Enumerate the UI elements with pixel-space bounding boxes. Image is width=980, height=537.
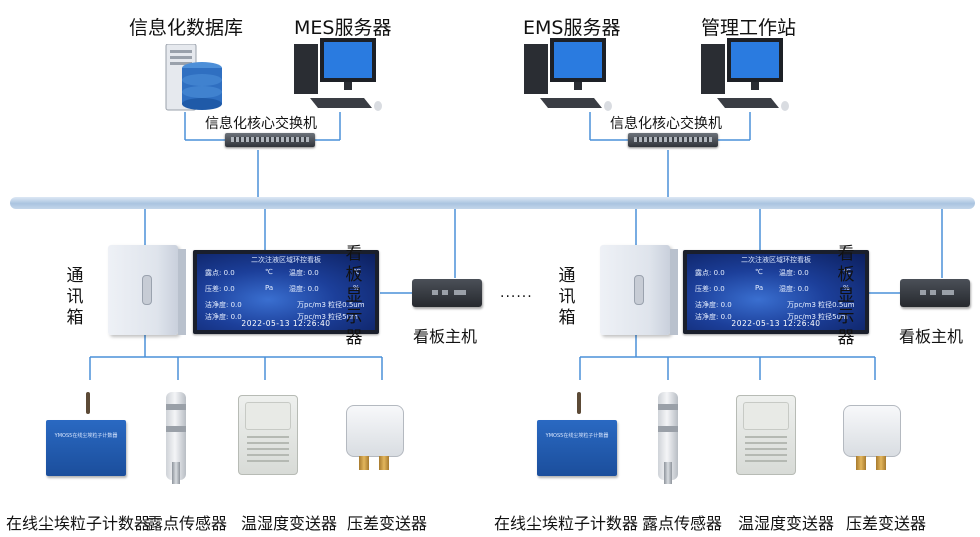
dash-title: 二次注液区域环控看板 — [251, 256, 321, 264]
device-label-particle: 在线尘埃粒子计数器 — [6, 514, 151, 533]
ws-label: 管理工作站 — [701, 17, 797, 39]
device-label-th: 温湿度变送器 — [241, 514, 338, 533]
mini-pc-icon — [900, 279, 970, 307]
cabinet-icon — [108, 245, 186, 335]
dash-unit: Pa — [265, 284, 274, 292]
switch-label: 信息化核心交换机 — [205, 116, 317, 132]
display-label: 看板显示器 — [837, 244, 855, 348]
network-bus — [10, 197, 975, 209]
desktop-pc-icon — [701, 38, 789, 111]
dash-unit: ℃ — [755, 268, 763, 276]
dash-value: 洁净度: 0.0 — [695, 301, 732, 309]
network-switch-icon — [225, 133, 315, 147]
dash-unit: % — [353, 284, 360, 292]
device-label-particle: 在线尘埃粒子计数器 — [494, 514, 639, 533]
dash-value: 湿度: 0.0 — [289, 285, 319, 293]
th-transmitter-icon — [736, 395, 796, 475]
device-label-dewpoint: 露点传感器 — [642, 514, 723, 533]
dash-unit: 万pc/m3 粒径0.5um — [787, 301, 855, 309]
dash-value: 洁净度: 0.0 — [205, 301, 242, 309]
dash-value: 洁净度: 0.0 — [695, 313, 732, 321]
ellipsis: ...... — [500, 285, 533, 301]
dash-unit: 万pc/m3 粒径0.5um — [297, 301, 365, 309]
display-label: 看板显示器 — [345, 244, 363, 348]
th-transmitter-icon — [238, 395, 298, 475]
db-label: 信息化数据库 — [129, 17, 244, 39]
antenna — [577, 392, 581, 414]
dash-unit: 万pc/m3 粒径5um — [297, 313, 358, 321]
device-label-dp: 压差变送器 — [846, 514, 927, 533]
database-server-icon — [165, 44, 222, 111]
particle-counter-icon: YMOS5在线尘埃粒子计数器 — [46, 420, 126, 476]
device-label-dewpoint: 露点传感器 — [147, 514, 228, 533]
dewpoint-probe-icon — [166, 392, 186, 484]
device-label-th: 温湿度变送器 — [738, 514, 835, 533]
dash-unit: 万pc/m3 粒径5um — [787, 313, 848, 321]
switch-label: 信息化核心交换机 — [610, 116, 722, 132]
dp-transmitter-icon — [843, 405, 901, 470]
dash-unit: ℃ — [843, 268, 851, 276]
network-switch-icon — [628, 133, 718, 147]
dash-value: 压差: 0.0 — [205, 285, 235, 293]
dash-unit: Pa — [755, 284, 764, 292]
dash-value: 湿度: 0.0 — [779, 285, 809, 293]
dash-value: 温度: 0.0 — [779, 269, 809, 277]
dash-unit: ℃ — [353, 268, 361, 276]
mes-label: MES服务器 — [294, 17, 392, 39]
device-label-dp: 压差变送器 — [347, 514, 428, 533]
desktop-pc-icon — [524, 38, 612, 111]
dash-title: 二次注液区域环控看板 — [741, 256, 811, 264]
comm-box-label: 通讯箱 — [558, 266, 576, 328]
host-label: 看板主机 — [413, 327, 478, 346]
particle-counter-icon: YMOS5在线尘埃粒子计数器 — [537, 420, 617, 476]
dp-transmitter-icon — [346, 405, 404, 470]
dash-time: 2022-05-13 12:26:40 — [731, 319, 821, 328]
desktop-pc-icon — [294, 38, 382, 111]
dash-time: 2022-05-13 12:26:40 — [241, 319, 331, 328]
dashboard-screen-icon: 二次注液区域环控看板 露点: 0.0 ℃ 温度: 0.0 ℃ 压差: 0.0 P… — [193, 250, 379, 334]
dash-value: 洁净度: 0.0 — [205, 313, 242, 321]
dash-unit: ℃ — [265, 268, 273, 276]
dash-value: 压差: 0.0 — [695, 285, 725, 293]
dash-unit: % — [843, 284, 850, 292]
dash-value: 露点: 0.0 — [695, 269, 725, 277]
comm-box-label: 通讯箱 — [66, 266, 84, 328]
dewpoint-probe-icon — [658, 392, 678, 484]
dashboard-screen-icon: 二次注液区域环控看板 露点: 0.0 ℃ 温度: 0.0 ℃ 压差: 0.0 P… — [683, 250, 869, 334]
host-label: 看板主机 — [899, 327, 964, 346]
ems-label: EMS服务器 — [523, 17, 621, 39]
cabinet-icon — [600, 245, 678, 335]
mini-pc-icon — [412, 279, 482, 307]
dash-value: 露点: 0.0 — [205, 269, 235, 277]
antenna — [86, 392, 90, 414]
dash-value: 温度: 0.0 — [289, 269, 319, 277]
